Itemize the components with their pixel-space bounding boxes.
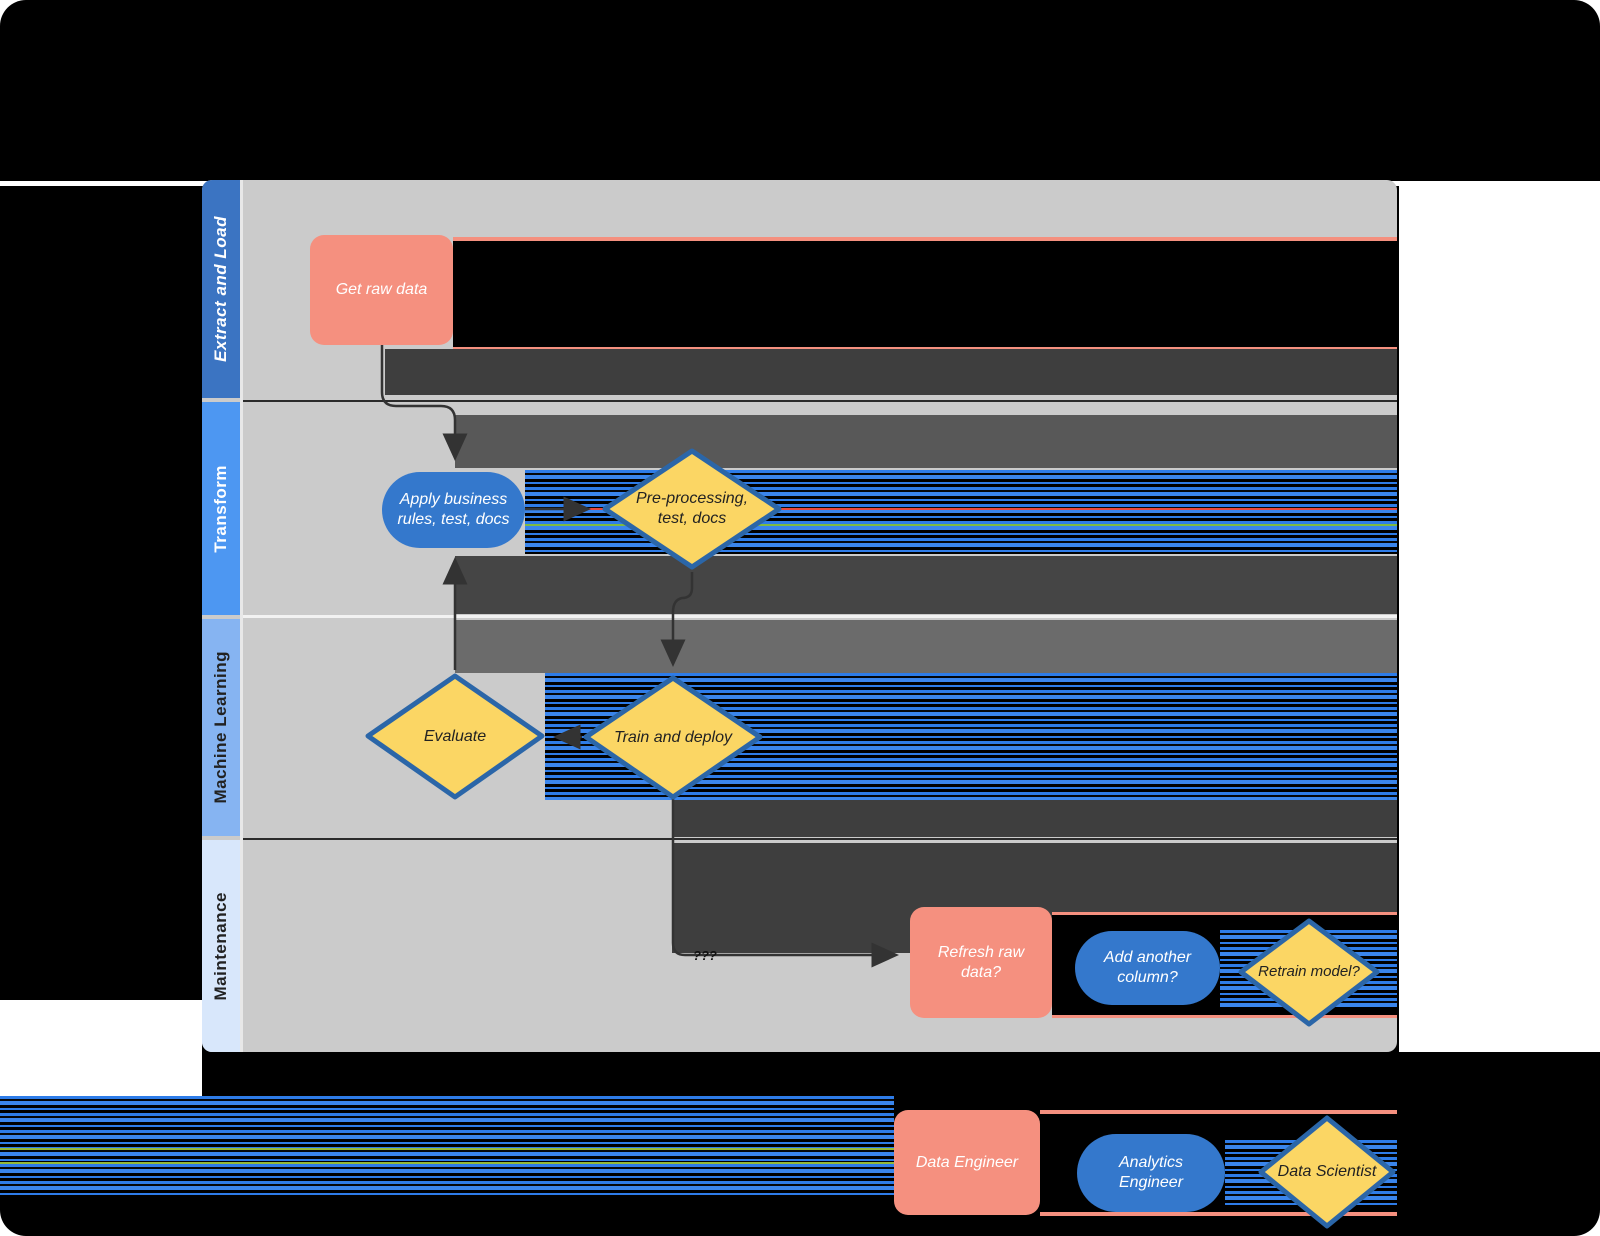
node-train-and-deploy: Train and deploy xyxy=(583,675,763,800)
glitch-band xyxy=(455,556,1397,614)
lane-header-extract-and-load: Extract and Load xyxy=(202,180,240,398)
glitch-green-line xyxy=(525,524,1397,526)
lane-separator xyxy=(240,838,1397,840)
arrow-train-to-refresh-raw-data xyxy=(671,798,899,968)
legend-label: Data Engineer xyxy=(915,1153,1019,1171)
lane-header-maintenance: Maintenance xyxy=(202,840,240,1052)
lane-separator xyxy=(240,400,1397,402)
diamond-shape xyxy=(1238,918,1380,1027)
node-label: Get raw data xyxy=(335,281,428,298)
lane-separator xyxy=(240,615,1397,618)
glitch-band xyxy=(455,620,1397,673)
diamond-shape xyxy=(583,675,763,800)
glitch-stripe-band-bottom xyxy=(0,1096,894,1195)
glitch-red-line xyxy=(525,508,1397,510)
node-pre-processing: Pre-processing, test, docs xyxy=(602,448,782,570)
diamond-shape xyxy=(602,448,782,570)
node-retrain-model: Retrain model? xyxy=(1238,918,1380,1027)
glitch-band-extract xyxy=(453,237,1397,351)
lane-header-transform: Transform xyxy=(202,402,240,615)
node-refresh-raw-data: Refresh raw data? xyxy=(910,907,1052,1018)
legend-label: Analytics Engineer xyxy=(1118,1154,1184,1191)
node-label: Retrain model? xyxy=(1258,963,1360,981)
arrow-pre-processing-to-train xyxy=(660,572,694,667)
node-label: Apply business rules, test, docs xyxy=(397,491,510,528)
node-label: Refresh raw data? xyxy=(937,943,1025,981)
lane-header-divider xyxy=(240,180,243,1052)
glitch-white-patch-right xyxy=(1399,183,1600,1052)
legend-label: Data Scientist xyxy=(1277,1163,1377,1180)
glitch-band xyxy=(385,349,1397,395)
node-apply-business-rules: Apply business rules, test, docs xyxy=(382,472,525,548)
legend-item-data-engineer: Data Engineer xyxy=(894,1110,1040,1215)
glitch-band xyxy=(672,800,1397,837)
legend-item-data-scientist: Data Scientist xyxy=(1258,1115,1396,1229)
diamond-shape xyxy=(1258,1115,1396,1229)
glitch-green-line xyxy=(0,1162,894,1164)
glitch-white-patch-bottom-left xyxy=(0,1000,202,1096)
legend-item-analytics-engineer: Analytics Engineer xyxy=(1077,1134,1225,1212)
diamond-shape xyxy=(365,673,545,800)
node-add-another-column: Add another column? xyxy=(1075,931,1220,1005)
node-label: Train and deploy xyxy=(614,728,732,746)
edge-label-train-to-refresh: ??? xyxy=(693,948,717,963)
node-label: Evaluate xyxy=(423,727,487,745)
node-evaluate: Evaluate xyxy=(365,673,545,800)
glitch-band xyxy=(455,415,1397,468)
lane-header-machine-learning: Machine Learning xyxy=(202,619,240,836)
arrow-get-raw-data-to-apply-rules xyxy=(380,345,468,461)
node-label: Pre-processing, test, docs xyxy=(635,490,749,527)
glitch-green-line xyxy=(0,1148,894,1150)
node-get-raw-data: Get raw data xyxy=(310,235,453,345)
node-label: Add another column? xyxy=(1103,949,1192,986)
